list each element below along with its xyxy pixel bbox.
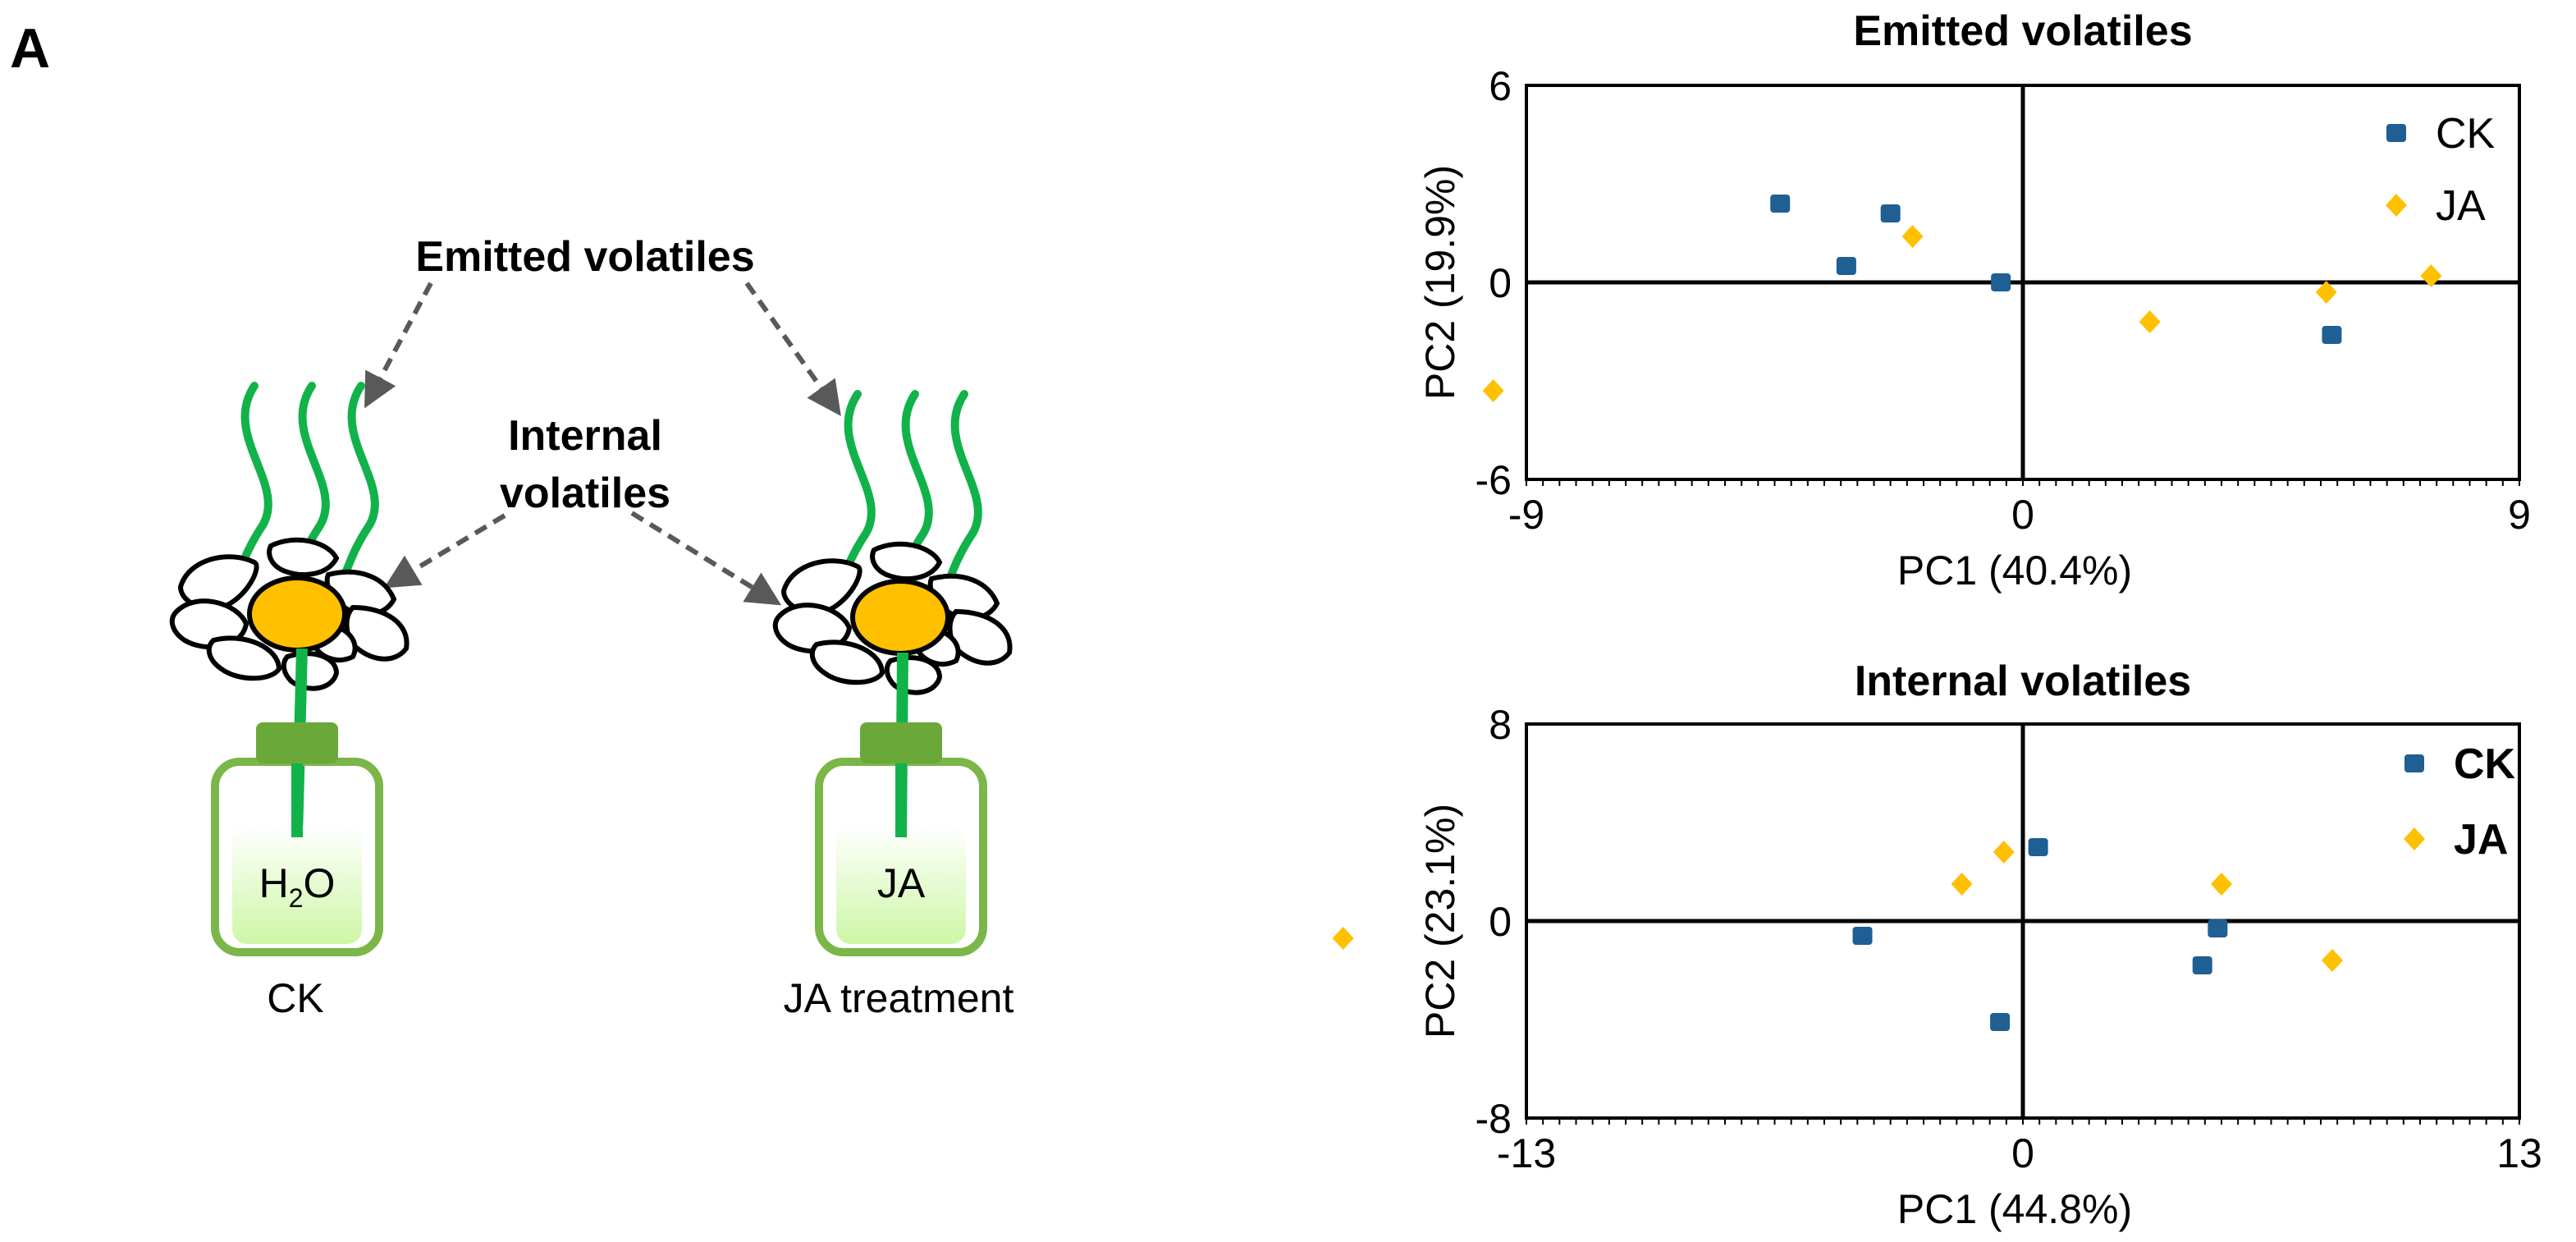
data-point-ck xyxy=(1770,195,1791,213)
data-point-ck xyxy=(2322,326,2342,344)
flower-left xyxy=(169,537,410,691)
legend: CK JA xyxy=(2404,740,2516,864)
legend-label-ja: JA xyxy=(2436,182,2486,230)
cap-right xyxy=(860,722,942,763)
plant-ck: H2O CK xyxy=(169,382,410,1021)
data-point-ja xyxy=(2420,264,2442,287)
data-point-ja xyxy=(1332,927,1354,950)
x-tick-label: 13 xyxy=(2496,1130,2542,1176)
y-axis-label: PC2 (23.1%) xyxy=(1417,804,1463,1038)
data-point-ja xyxy=(1993,841,2015,864)
data-point-ja xyxy=(1901,225,1924,248)
x-tick-label: 0 xyxy=(2011,1130,2034,1176)
arrows xyxy=(364,282,841,606)
internal-volatiles-label-line1: Internal xyxy=(508,412,662,460)
data-point-ck xyxy=(1880,204,1901,222)
x-axis-label: PC1 (44.8%) xyxy=(1897,1186,2132,1232)
chart-title: Internal volatiles xyxy=(1855,658,2191,705)
data-point-ja xyxy=(2139,310,2161,333)
y-tick-label: 6 xyxy=(1489,63,1512,109)
x-axis-label: PC1 (40.4%) xyxy=(1897,548,2132,594)
data-point-ck xyxy=(2028,838,2048,856)
legend-marker-ck xyxy=(2386,124,2406,142)
arrow-internal-right xyxy=(630,511,782,606)
legend-label-ja: JA xyxy=(2454,816,2508,864)
data-point-ck xyxy=(1990,1013,2011,1031)
data-point-ck xyxy=(2192,956,2212,974)
right-caption: JA treatment xyxy=(784,975,1014,1021)
legend-marker-ja xyxy=(2386,194,2407,217)
x-tick-label: 0 xyxy=(2011,492,2034,538)
data-point-ja xyxy=(2315,281,2337,304)
right-bottle-label: JA xyxy=(877,860,926,906)
legend: CK JA xyxy=(2386,110,2496,230)
data-point-ja xyxy=(2211,873,2232,896)
arrow-emitted-right xyxy=(744,282,841,416)
y-axis-label: PC2 (19.9%) xyxy=(1417,165,1463,400)
y-tick-label: 0 xyxy=(1489,899,1512,945)
data-point-ck xyxy=(1991,273,2011,291)
data-point-ja xyxy=(2321,949,2343,972)
arrow-internal-left xyxy=(383,513,506,589)
flower-right xyxy=(772,541,1013,695)
left-caption: CK xyxy=(267,975,323,1021)
legend-label-ck: CK xyxy=(2454,740,2516,788)
left-bottle-label: H2O xyxy=(259,860,336,913)
internal-volatiles-label-line2: volatiles xyxy=(500,470,670,517)
y-tick-label: 0 xyxy=(1489,260,1512,306)
bottle-right-liquid xyxy=(836,825,966,944)
data-point-ja xyxy=(1951,873,1973,896)
x-tick-label: -9 xyxy=(1508,492,1544,538)
cap-left xyxy=(256,722,338,763)
panel-label: A xyxy=(10,17,50,80)
data-point-ck xyxy=(1836,257,1856,275)
chart-title: Emitted volatiles xyxy=(1853,7,2192,55)
emitted-volatiles-label: Emitted volatiles xyxy=(415,233,754,281)
y-tick-label: -8 xyxy=(1476,1096,1512,1142)
data-point-ja xyxy=(1482,379,1504,402)
legend-marker-ja xyxy=(2404,827,2425,850)
x-tick-label: 9 xyxy=(2508,492,2531,538)
y-tick-label: -6 xyxy=(1476,457,1512,503)
illustration: Emitted volatiles Internal volatiles xyxy=(169,233,1014,1021)
data-point-ck xyxy=(1852,927,1873,945)
x-tick-label: -13 xyxy=(1497,1130,1556,1176)
y-tick-label: 8 xyxy=(1489,702,1512,748)
bottle-left-liquid xyxy=(232,825,362,944)
legend-marker-ck xyxy=(2404,754,2424,772)
legend-label-ck: CK xyxy=(2436,110,2496,158)
data-point-ck xyxy=(2208,919,2228,937)
plant-ja: JA JA treatment xyxy=(772,390,1014,1021)
arrow-emitted-left xyxy=(364,282,433,409)
